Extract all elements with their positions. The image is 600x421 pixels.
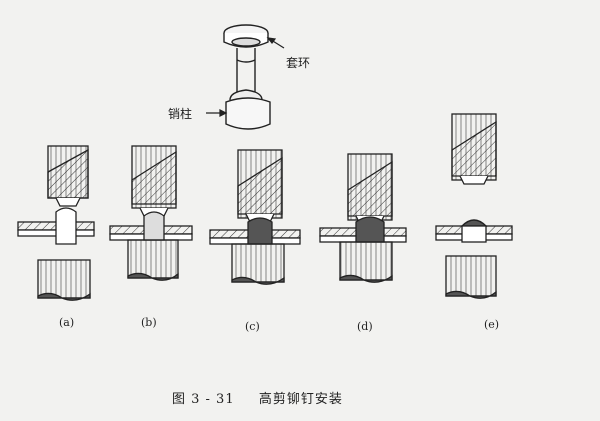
figure-caption: 图 3 - 31 高剪铆钉安装 [172, 388, 343, 407]
label-pointers [206, 37, 285, 117]
figure-number: 图 3 - 31 [172, 392, 235, 407]
pin-label: 销柱 [168, 107, 193, 121]
collar-label: 套环 [286, 56, 311, 70]
step-label-b: (b) [141, 316, 157, 329]
step-label-d: (d) [357, 320, 373, 333]
step-b-illustration [109, 145, 193, 281]
step-label-a: (a) [59, 316, 75, 329]
step-c-illustration [209, 149, 301, 285]
step-label-c: (c) [245, 320, 260, 333]
step-a-illustration [17, 145, 95, 301]
top-rivet [223, 24, 271, 130]
figure-title: 高剪铆钉安装 [258, 392, 343, 407]
step-label-e: (e) [484, 318, 500, 331]
step-d-illustration [319, 153, 407, 283]
step-e-illustration [435, 113, 513, 299]
